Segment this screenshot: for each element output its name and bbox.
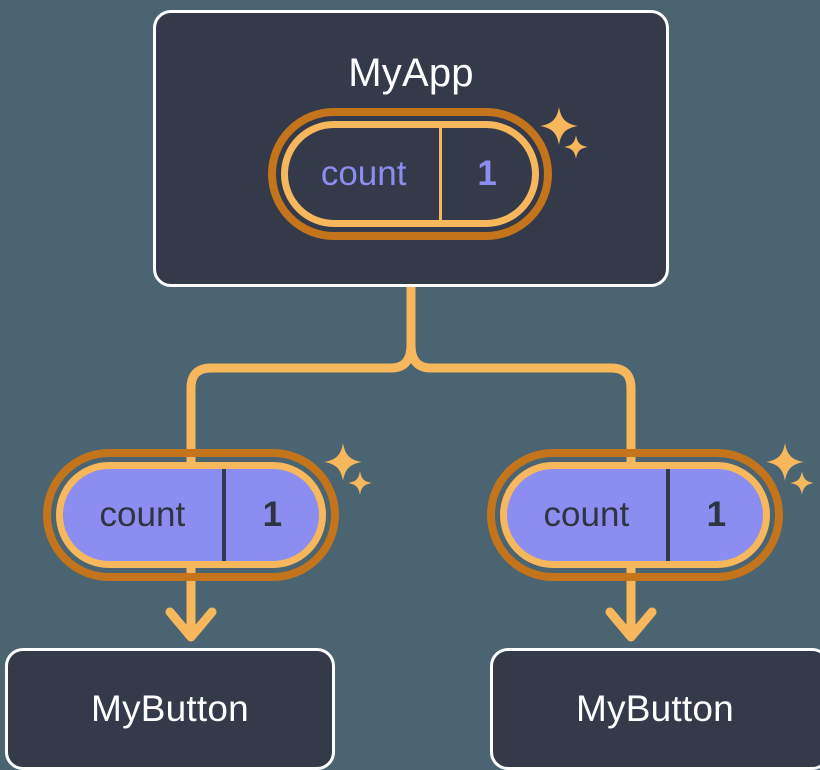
state-pill-body: count 1 xyxy=(56,462,326,568)
sparkle-four-point-small-icon xyxy=(347,470,373,496)
state-value: 1 xyxy=(665,469,763,561)
state-pill-right[interactable]: count 1 xyxy=(487,449,783,581)
page-title: MyApp xyxy=(348,51,474,95)
arrow-right-head xyxy=(605,607,657,642)
state-key: count xyxy=(99,495,186,534)
state-pill-outer-ring: count 1 xyxy=(43,449,339,581)
state-pill-body: count 1 xyxy=(500,462,770,568)
state-key: count xyxy=(320,154,407,193)
state-pill-myapp[interactable]: count 1 xyxy=(268,108,552,240)
component-title: MyButton xyxy=(576,688,734,729)
component-card-mybutton-right[interactable]: MyButton xyxy=(490,648,820,770)
arrow-left-head xyxy=(165,607,217,642)
component-title: MyButton xyxy=(91,688,249,729)
state-value: 1 xyxy=(439,128,532,220)
component-card-mybutton-left[interactable]: MyButton xyxy=(5,648,335,770)
sparkle-four-point-small-icon xyxy=(789,470,815,496)
state-key: count xyxy=(543,495,630,534)
state-pill-outer-ring: count 1 xyxy=(487,449,783,581)
state-pill-body: count 1 xyxy=(281,121,539,227)
state-pill-outer-ring: count 1 xyxy=(268,108,552,240)
state-pill-left[interactable]: count 1 xyxy=(43,449,339,581)
state-value: 1 xyxy=(221,469,319,561)
